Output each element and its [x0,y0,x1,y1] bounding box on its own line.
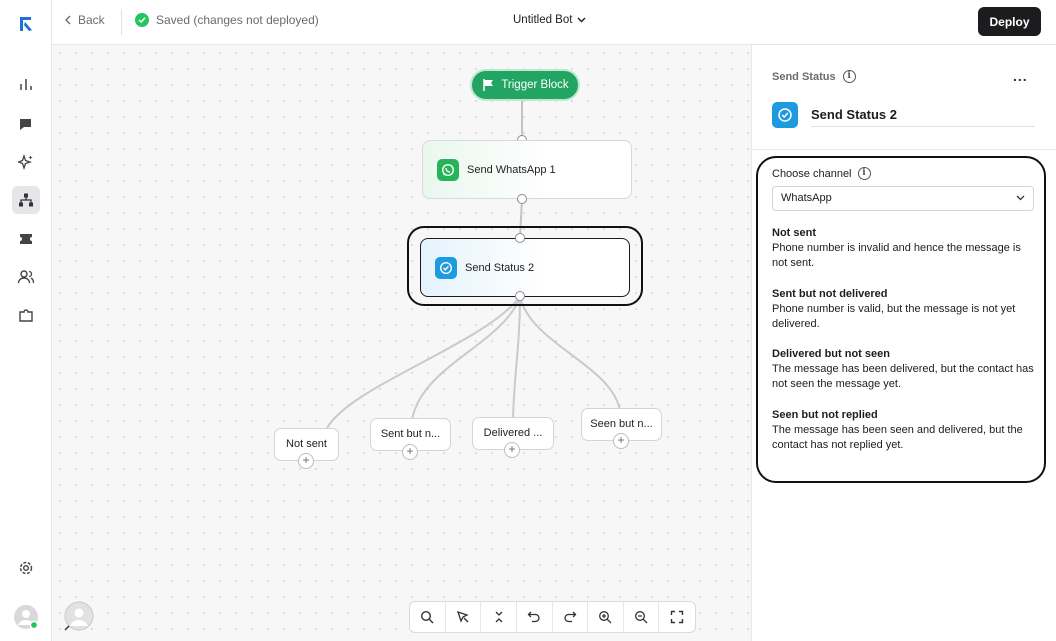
integrations-icon[interactable] [12,301,40,329]
contacts-icon[interactable] [12,263,40,291]
chevron-down-icon [577,17,586,23]
check-circle-icon [135,13,149,27]
sidebar [0,0,52,641]
collapse-icon[interactable] [481,602,517,632]
status-description: The message has been delivered, but the … [772,363,1034,390]
sparkles-icon[interactable] [12,148,40,176]
selection-highlight [407,226,643,306]
status-heading: Sent but not delivered [772,288,888,300]
leaf-sent-not-delivered[interactable]: Sent but n... [370,418,451,451]
info-icon[interactable]: i [842,70,856,83]
panel-header-label: Send Status [772,70,836,83]
chevron-down-icon [1016,195,1025,201]
magic-arrange-icon[interactable] [446,602,482,632]
add-step-button[interactable]: + [613,433,629,449]
channel-select[interactable]: WhatsApp [772,186,1034,211]
redo-icon[interactable] [553,602,589,632]
connection-port[interactable] [517,194,527,204]
flow-icon[interactable] [12,186,40,214]
status-highlight-box [756,156,1046,483]
leaf-label: Sent but n... [380,428,441,440]
chat-icon[interactable] [12,110,40,138]
node-label: Send Status 2 [465,261,535,274]
deploy-button[interactable]: Deploy [978,7,1041,36]
bot-name: Untitled Bot [513,14,573,26]
properties-panel: Send Status i ... Send Status 2 Choose c… [751,45,1056,641]
connection-port[interactable] [515,291,525,301]
status-heading: Not sent [772,227,816,239]
bot-name-dropdown[interactable]: Untitled Bot [513,14,586,26]
whatsapp-icon [437,158,459,181]
trigger-block-label: Trigger Block [501,79,569,91]
status-not-sent: Not sent Phone number is invalid and hen… [772,226,1036,271]
channel-value: WhatsApp [781,192,832,204]
leaf-label: Seen but n... [590,418,653,430]
flow-canvas[interactable]: Trigger Block Send WhatsApp 1 Send Statu… [52,45,751,641]
more-options-icon[interactable]: ... [1013,68,1028,84]
back-button[interactable]: Back [64,13,105,27]
info-icon[interactable]: i [857,167,871,180]
search-icon[interactable] [410,602,446,632]
trigger-block[interactable]: Trigger Block [470,69,580,101]
top-bar: Back Saved (changes not deployed) Untitl… [52,0,1056,45]
status-delivered-not-seen: Delivered but not seen The message has b… [772,347,1036,392]
status-description: Phone number is invalid and hence the me… [772,242,1021,269]
user-avatar[interactable] [64,601,94,631]
status-sent-not-delivered: Sent but not delivered Phone number is v… [772,287,1036,332]
status-seen-not-replied: Seen but not replied The message has bee… [772,408,1036,453]
node-send-whatsapp-1[interactable]: Send WhatsApp 1 [422,140,632,199]
logo-icon[interactable] [12,10,40,38]
status-heading: Seen but not replied [772,409,878,421]
add-step-button[interactable]: + [298,453,314,469]
check-badge-icon [435,256,457,279]
saved-status-text: Saved (changes not deployed) [156,13,319,27]
flag-icon [483,79,494,91]
chevron-left-icon [65,15,71,25]
ticket-icon[interactable] [12,225,40,253]
add-step-button[interactable]: + [504,442,520,458]
panel-header: Send Status i [772,70,856,83]
flow-edges [326,100,621,429]
add-step-button[interactable]: + [402,444,418,460]
back-label: Back [78,13,105,27]
title-underline [811,126,1035,127]
pencil-icon [64,625,70,631]
leaf-label: Delivered ... [483,427,543,439]
settings-icon[interactable] [12,554,40,582]
channel-label: Choose channel i [772,167,871,180]
status-description: The message has been seen and delivered,… [772,424,1023,451]
connection-port[interactable] [515,233,525,243]
status-heading: Delivered but not seen [772,348,890,360]
avatar-icon[interactable] [12,603,40,631]
analytics-icon[interactable] [12,70,40,98]
undo-icon[interactable] [517,602,553,632]
saved-status: Saved (changes not deployed) [135,13,319,27]
check-badge-icon [772,102,798,128]
channel-label-text: Choose channel [772,167,852,180]
canvas-toolbar [409,601,696,633]
node-title[interactable]: Send Status 2 [811,107,897,122]
zoom-in-icon[interactable] [588,602,624,632]
leaf-label: Not sent [286,438,327,450]
node-label: Send WhatsApp 1 [467,163,556,176]
panel-divider [752,149,1056,150]
status-description: Phone number is valid, but the message i… [772,303,1016,330]
zoom-out-icon[interactable] [624,602,660,632]
fullscreen-icon[interactable] [659,602,695,632]
topbar-divider [121,9,122,35]
node-send-status-2[interactable]: Send Status 2 [420,238,630,297]
